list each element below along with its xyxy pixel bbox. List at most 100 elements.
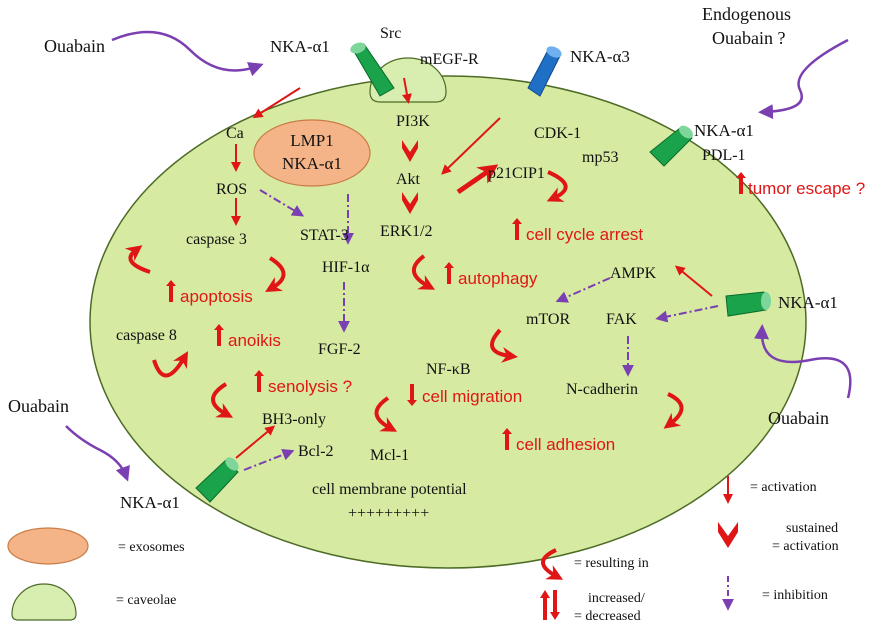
erk-label: ERK1/2: [380, 223, 432, 240]
legend-sustained-label-2: = activation: [772, 539, 839, 554]
down-cell-migration: [407, 384, 417, 406]
stat3-label: STAT-3: [300, 227, 349, 244]
legend-exosomes-label: = exosomes: [118, 540, 185, 555]
nka-a3-pump: [527, 46, 562, 97]
legend-sustained-swatch: [718, 522, 738, 548]
result-apoptosis-left: [124, 245, 151, 274]
bcl2-label: Bcl-2: [298, 443, 334, 460]
ouabain-bottom-left-label: Ouabain: [8, 396, 69, 416]
ouabain-top-left-label: Ouabain: [44, 36, 105, 56]
apoptosis-label: apoptosis: [180, 287, 253, 306]
cell-adhesion-label: cell adhesion: [516, 435, 615, 454]
exosome-label-2: NKA-α1: [282, 154, 342, 173]
arrow-nka-to-bh3: [235, 425, 276, 459]
inhib-nka-to-fak: [655, 305, 719, 323]
arrow-megfr-to-pi3k: [402, 77, 412, 104]
caspase8-label: caspase 8: [116, 327, 177, 344]
bh3-label: BH3-only: [262, 411, 326, 428]
cell-migration-label: cell migration: [422, 387, 522, 406]
nka-a1-bottom-pump: [195, 457, 239, 503]
mtor-label: mTOR: [526, 311, 570, 328]
ros-label: ROS: [216, 181, 247, 198]
ouabain-top-left-arrow: [111, 30, 264, 77]
result-migration-mtor: [490, 328, 518, 363]
exosome: [253, 119, 371, 187]
result-senolysis: [211, 382, 234, 418]
sustained-akt-erk: [402, 192, 418, 214]
up-cell-adhesion: [502, 428, 512, 450]
result-anoikis: [152, 351, 189, 378]
endogenous-label-2: Ouabain ?: [712, 28, 785, 48]
up-tumor-escape: [736, 172, 746, 194]
legend-caveolae-swatch: [11, 583, 77, 621]
ouabain-right-label: Ouabain: [768, 408, 829, 428]
up-autophagy: [444, 262, 454, 284]
legend-increased-label-1: increased/: [588, 591, 645, 606]
plus-signs-label: +++++++++: [348, 505, 429, 522]
inhib-ros-to-stat3: [259, 189, 305, 217]
cdk1-label: CDK-1: [534, 125, 581, 142]
inhib-ampk-to-mtor: [555, 277, 611, 303]
sustained-pi3k-akt: [402, 140, 418, 162]
src-label: Src: [380, 25, 401, 42]
nka-a1-right-upper-pump: [649, 125, 693, 167]
result-autophagy: [412, 254, 436, 290]
legend-increased-label-2: = decreased: [574, 609, 641, 624]
legend-sustained-label-1: sustained: [786, 521, 838, 536]
caspase3-label: caspase 3: [186, 231, 247, 248]
nka-a1-right-lower-label: NKA-α1: [778, 293, 838, 312]
result-migration-mcl1: [374, 396, 398, 432]
mcl1-label: Mcl-1: [370, 447, 409, 464]
ncadherin-label: N-cadherin: [566, 381, 638, 398]
result-cell-cycle: [546, 170, 568, 202]
legend-inhibition-label: = inhibition: [762, 588, 828, 603]
endogenous-label-1: Endogenous: [702, 4, 791, 24]
exosome-label-1: LMP1: [290, 131, 333, 150]
senolysis-label: senolysis ?: [268, 377, 352, 396]
anoikis-label: anoikis: [228, 331, 281, 350]
arrow-nka-to-ampk: [674, 265, 713, 297]
nka-a1-right-lower-pump: [725, 291, 771, 317]
ampk-label: AMPK: [610, 265, 657, 282]
mp53-label: mp53: [582, 149, 618, 166]
ouabain-bottom-left-arrow: [65, 425, 130, 482]
legend-resulting-label: = resulting in: [574, 556, 649, 571]
megfr-label: mEGF-R: [420, 51, 479, 68]
akt-label: Akt: [396, 171, 421, 188]
legend-updown-swatch: [540, 590, 560, 620]
nka-a3-label: NKA-α3: [570, 47, 630, 66]
fak-label: FAK: [606, 311, 637, 328]
nka-a1-bottom-label: NKA-α1: [120, 493, 180, 512]
up-apoptosis: [166, 280, 176, 302]
tumor-escape-label: tumor escape ?: [748, 179, 865, 198]
endogenous-ouabain-arrow: [758, 38, 849, 120]
sustained-erk-p21: [456, 164, 499, 195]
up-cell-cycle: [512, 218, 522, 240]
legend-caveolae-label: = caveolae: [116, 593, 176, 608]
pi3k-label: PI3K: [396, 113, 430, 130]
p21-label: p21CIP1: [488, 165, 545, 182]
nka-a1-right-upper-label: NKA-α1: [694, 121, 754, 140]
legend-resulting-swatch: [541, 548, 564, 580]
legend: = exosomes = caveolae = resulting in inc…: [7, 476, 839, 624]
fgf2-label: FGF-2: [318, 341, 361, 358]
cell-body: [89, 75, 807, 569]
arrow-nka3-to-erk: [441, 117, 501, 175]
arrow-nka-to-ca: [252, 87, 301, 119]
result-adhesion: [663, 392, 684, 429]
hif1a-label: HIF-1α: [322, 259, 370, 276]
cell-cycle-arrest-label: cell cycle arrest: [526, 225, 643, 244]
legend-activation-label: = activation: [750, 480, 817, 495]
up-senolysis: [254, 370, 264, 392]
pdl1-label: PDL-1: [702, 147, 746, 164]
ca-label: Ca: [226, 125, 244, 142]
nka-a1-top-pump: [350, 42, 395, 97]
legend-exosome-swatch: [7, 527, 89, 565]
membrane-potential-label: cell membrane potential: [312, 481, 467, 498]
nfkb-label: NF-κB: [426, 361, 471, 378]
ouabain-right-arrow: [754, 324, 852, 399]
nka-a1-top-label: NKA-α1: [270, 37, 330, 56]
autophagy-label: autophagy: [458, 269, 538, 288]
